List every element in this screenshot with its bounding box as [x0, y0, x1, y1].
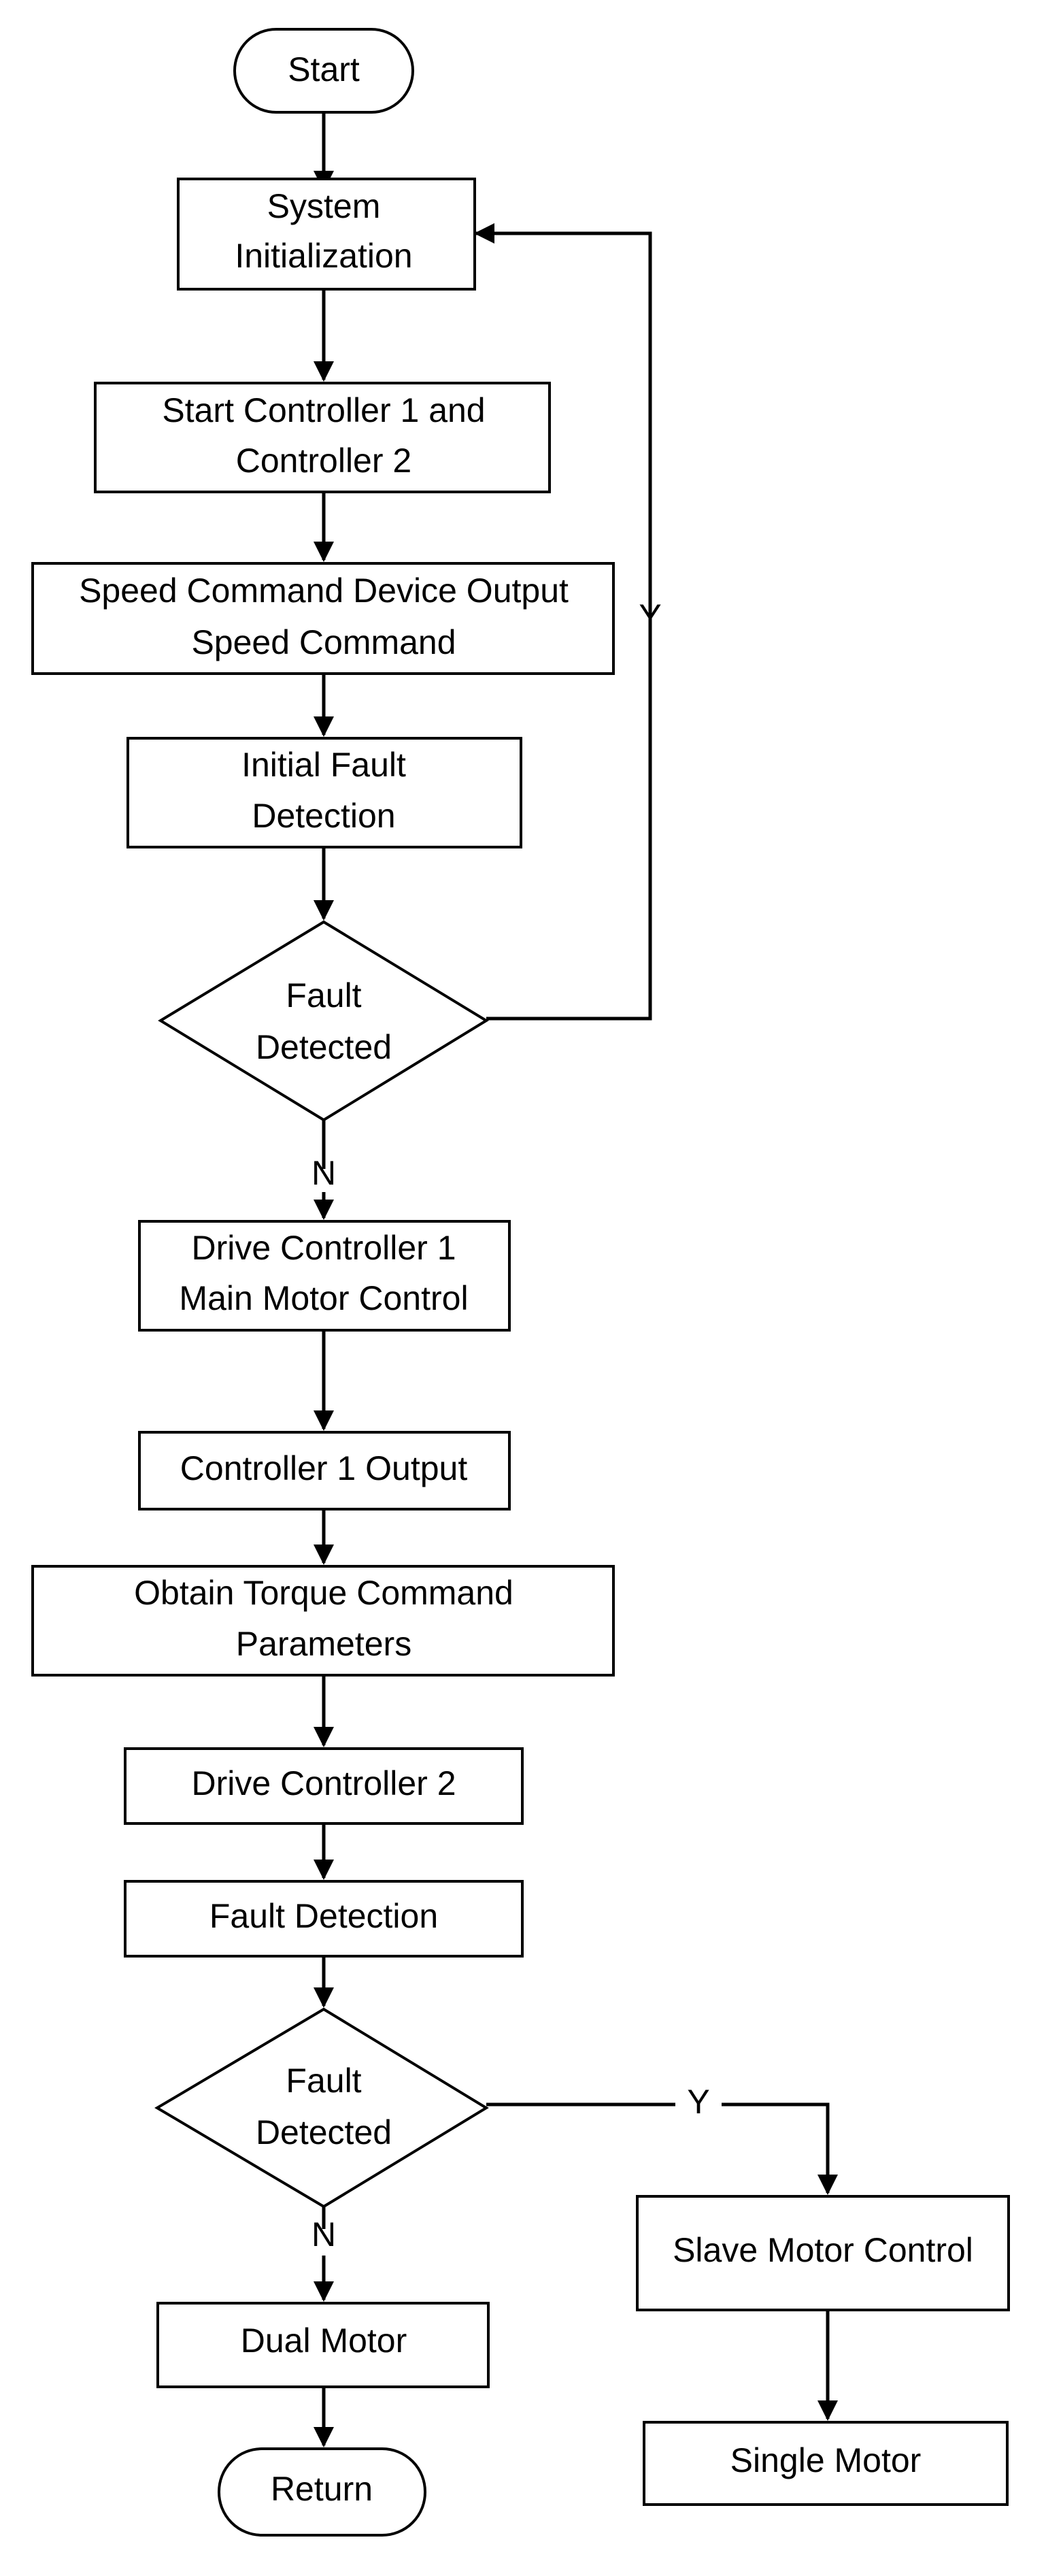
node-slave-motor-control-label: Slave Motor Control — [673, 2231, 973, 2269]
branch-label-n-1: N — [311, 1154, 336, 1192]
node-start-controllers-line-1: Start Controller 1 and — [162, 391, 485, 429]
branch-label-y-loop: Y — [639, 597, 661, 635]
node-torque-command: Obtain Torque Command Parameters — [31, 1565, 615, 1677]
decision-fault-detected-1-line-1: Fault — [286, 976, 361, 1014]
node-speed-command-line-2: Speed Command — [191, 623, 456, 661]
node-dual-motor-label: Dual Motor — [241, 2322, 407, 2360]
node-start: Start — [233, 28, 414, 114]
node-drive-controller-2-label: Drive Controller 2 — [191, 1764, 456, 1802]
node-drive-controller-1-line-2: Main Motor Control — [179, 1279, 468, 1317]
node-system-initialization-line-2: Initialization — [235, 237, 412, 275]
node-drive-controller-1-line-1: Drive Controller 1 — [191, 1229, 456, 1267]
node-start-controllers: Start Controller 1 and Controller 2 — [94, 382, 551, 493]
node-single-motor-label: Single Motor — [730, 2441, 922, 2479]
node-return-label: Return — [271, 2470, 373, 2508]
decision-fault-detected-1: Fault Detected — [158, 920, 489, 1122]
node-controller-1-output-label: Controller 1 Output — [180, 1449, 468, 1487]
branch-label-n-2: N — [311, 2215, 336, 2253]
node-speed-command-line-1: Speed Command Device Output — [79, 572, 569, 610]
edge-decision-1-yes-loop — [474, 223, 652, 1021]
node-dual-motor: Dual Motor — [156, 2302, 490, 2388]
node-initial-fault-detection-line-1: Initial Fault — [241, 746, 406, 784]
decision-fault-detected-1-line-2: Detected — [256, 1028, 392, 1066]
branch-label-y-2: Y — [687, 2083, 709, 2121]
decision-fault-detected-2-line-1: Fault — [286, 2062, 361, 2100]
node-single-motor: Single Motor — [643, 2421, 1009, 2506]
edge-decision-2-yes-to-slave-motor-right — [722, 2102, 838, 2195]
node-system-initialization-line-1: System — [267, 187, 381, 225]
decision-fault-detected-2: Fault Detected — [154, 2007, 489, 2209]
node-start-controllers-line-2: Controller 2 — [236, 442, 411, 480]
node-drive-controller-2: Drive Controller 2 — [124, 1747, 524, 1825]
node-start-label: Start — [288, 50, 360, 88]
node-torque-command-line-1: Obtain Torque Command — [134, 1574, 513, 1612]
node-fault-detection-label: Fault Detection — [209, 1897, 438, 1935]
node-drive-controller-1: Drive Controller 1 Main Motor Control — [138, 1220, 511, 1332]
node-fault-detection: Fault Detection — [124, 1880, 524, 1958]
node-return: Return — [218, 2447, 426, 2537]
node-slave-motor-control: Slave Motor Control — [636, 2195, 1010, 2311]
node-initial-fault-detection-line-2: Detection — [252, 797, 395, 835]
node-torque-command-line-2: Parameters — [236, 1625, 411, 1663]
connectors — [314, 112, 838, 2447]
node-initial-fault-detection: Initial Fault Detection — [126, 737, 522, 848]
node-speed-command: Speed Command Device Output Speed Comman… — [31, 562, 615, 675]
node-controller-1-output: Controller 1 Output — [138, 1431, 511, 1510]
decision-fault-detected-2-line-2: Detected — [256, 2113, 392, 2151]
node-system-initialization: System Initialization — [177, 178, 476, 291]
